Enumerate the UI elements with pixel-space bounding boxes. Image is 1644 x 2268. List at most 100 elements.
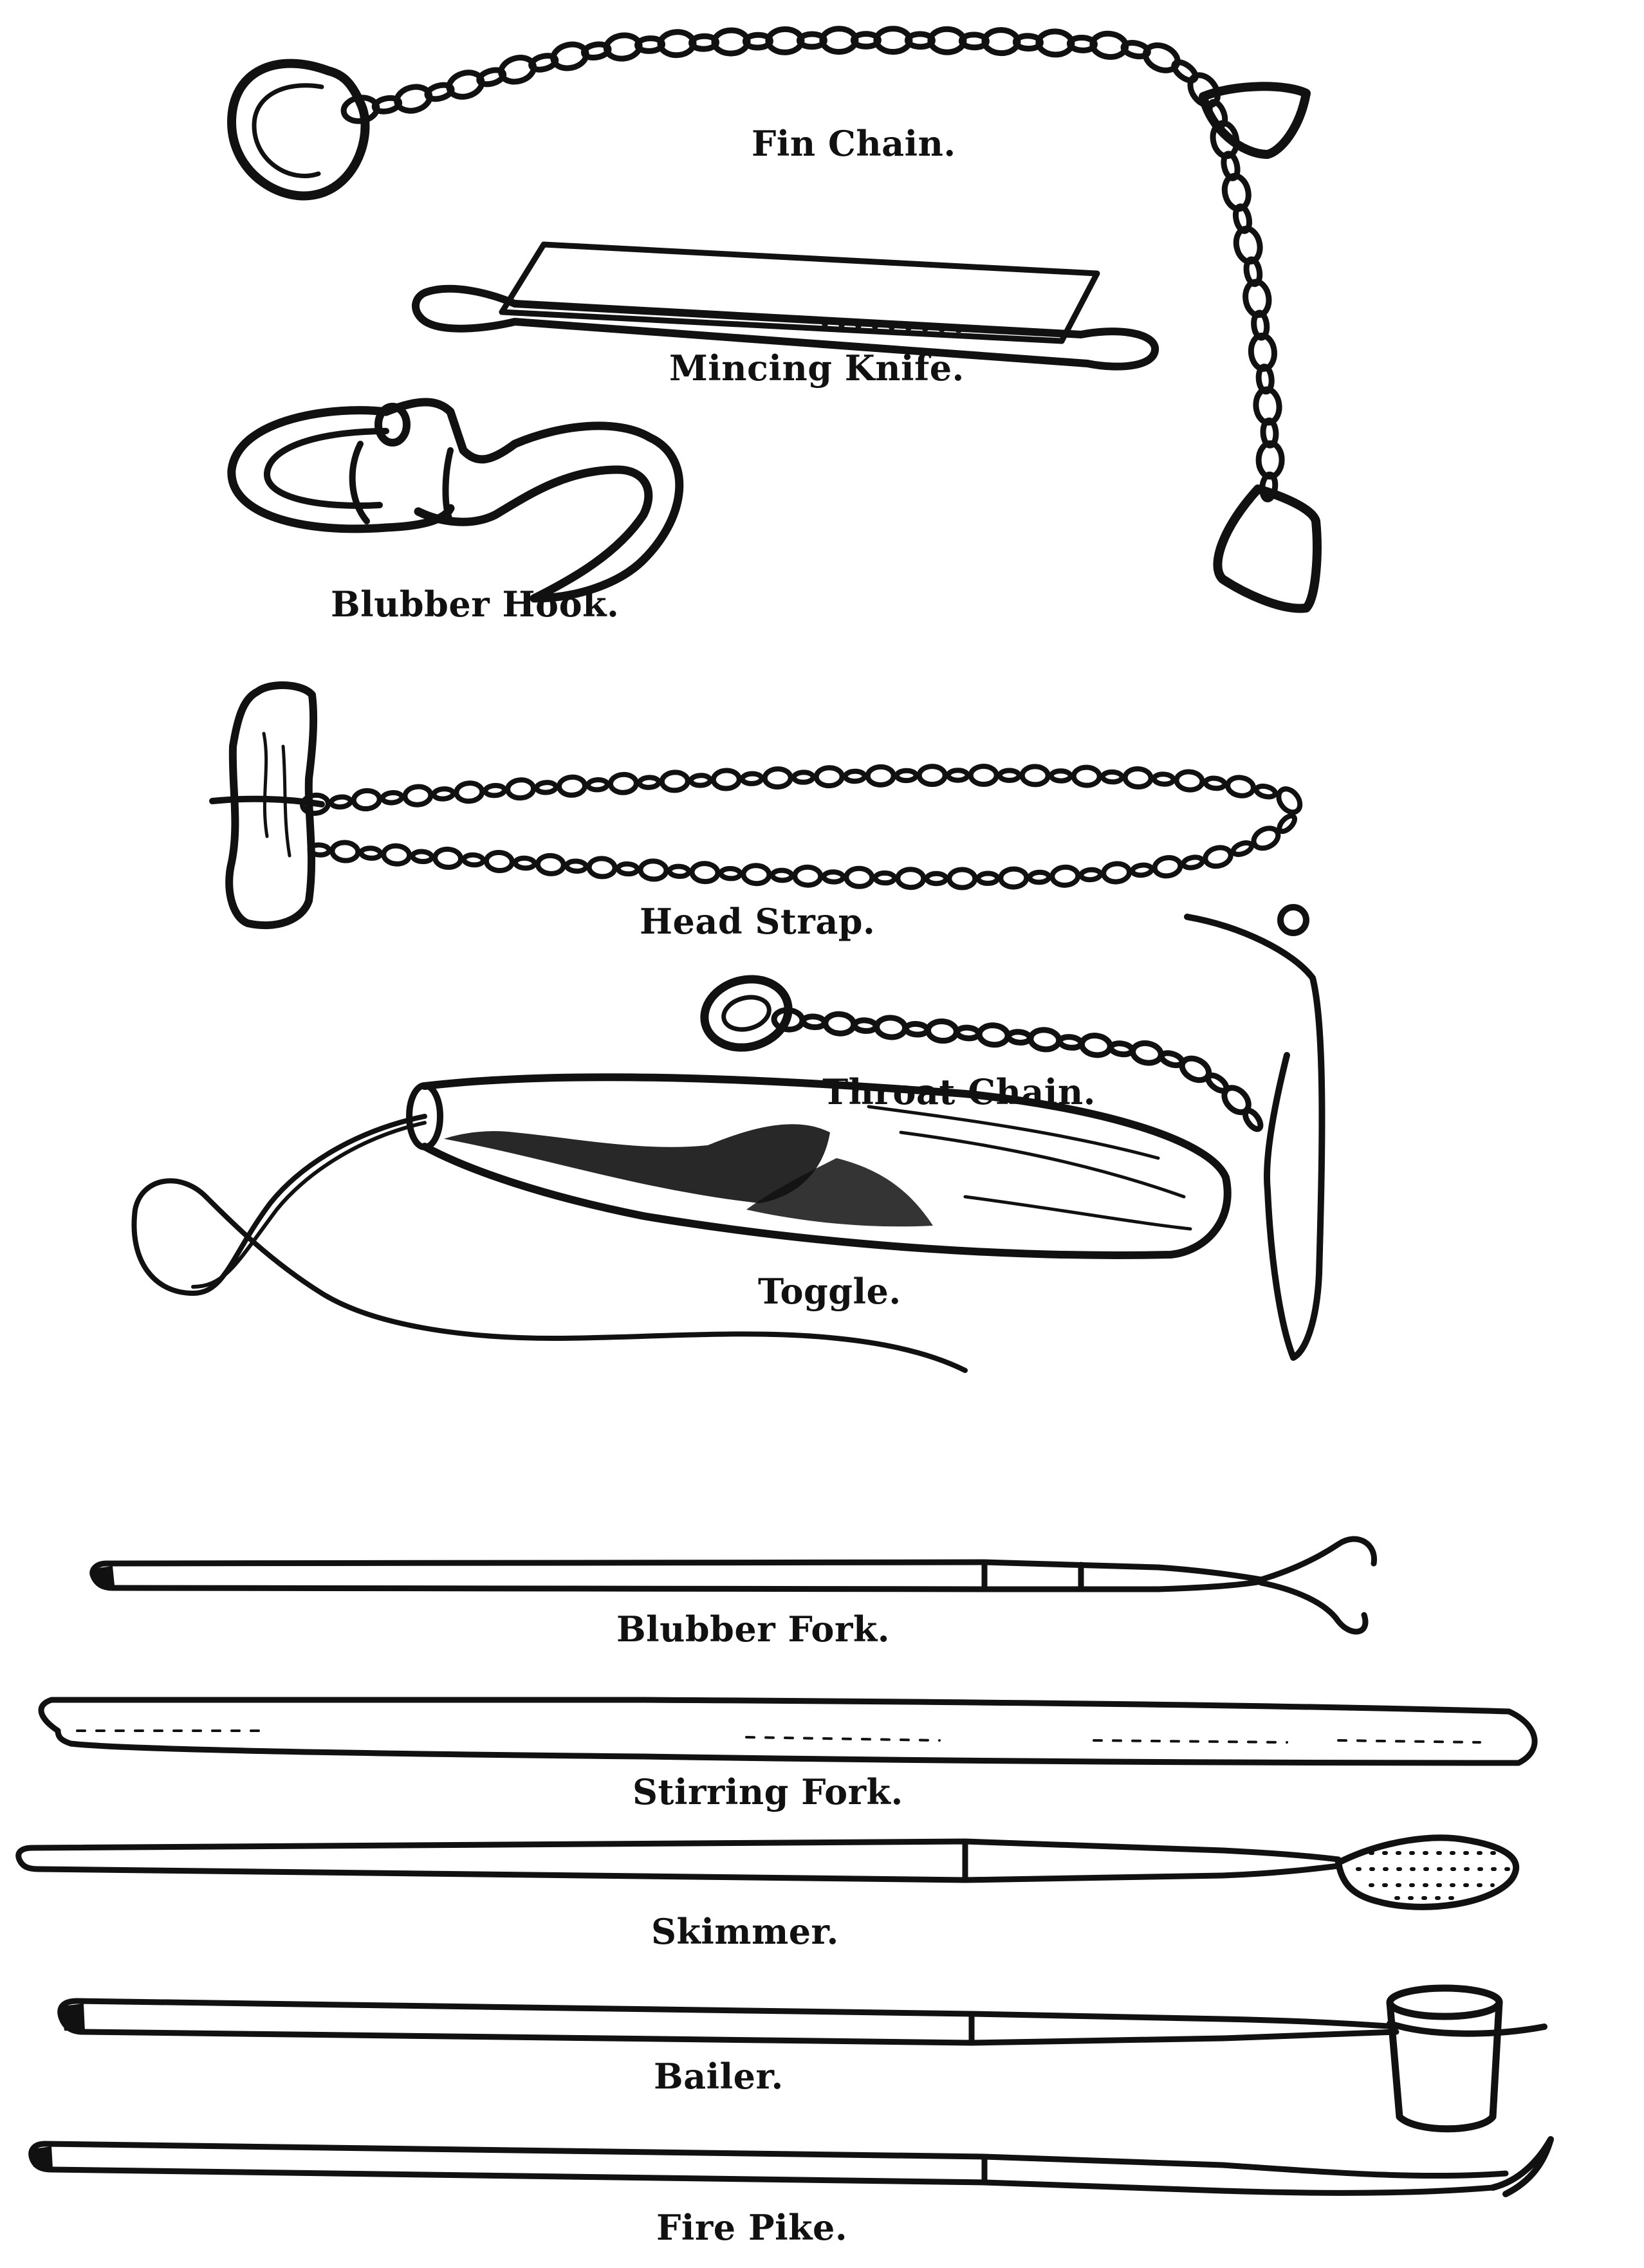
fire-pike-drawing bbox=[28, 2136, 1554, 2197]
head-strap-link bbox=[328, 794, 353, 810]
head-strap-link bbox=[667, 863, 692, 880]
throat-chain-link bbox=[1057, 1034, 1084, 1051]
head-strap-link bbox=[585, 777, 610, 793]
throat-chain-link bbox=[1028, 1027, 1062, 1053]
head-strap-link bbox=[1253, 783, 1278, 800]
head-strap-link bbox=[813, 765, 845, 789]
head-strap-link bbox=[512, 855, 537, 871]
head-strap-link bbox=[535, 853, 566, 876]
blubber-fork-caption: Blubber Fork. bbox=[616, 1609, 891, 1650]
head-strap-link bbox=[431, 786, 456, 802]
head-strap-link bbox=[505, 777, 537, 801]
head-strap-link bbox=[741, 863, 772, 887]
fin-chain-drawing bbox=[227, 26, 1322, 613]
stirring-fork-drawing bbox=[38, 1696, 1538, 1766]
head-strap-link bbox=[1048, 768, 1073, 784]
head-strap-caption: Head Strap. bbox=[640, 901, 876, 942]
throat-chain-drawing bbox=[700, 975, 1264, 1132]
head-strap-link bbox=[410, 849, 435, 865]
head-strap-link bbox=[924, 871, 949, 887]
head-strap-link bbox=[432, 846, 464, 870]
head-strap-link bbox=[791, 770, 816, 785]
fin-chain-caption: Fin Chain. bbox=[752, 123, 956, 164]
throat-chain-link bbox=[925, 1018, 959, 1044]
bailer-drawing bbox=[57, 1984, 1547, 2133]
head-strap-link bbox=[1078, 867, 1104, 883]
head-strap-link bbox=[1101, 861, 1132, 885]
throat-chain-link bbox=[1078, 1033, 1113, 1058]
head-strap-link bbox=[710, 768, 742, 791]
head-strap-link bbox=[1276, 786, 1303, 815]
head-strap-link bbox=[380, 790, 405, 806]
throat-chain-link bbox=[903, 1020, 930, 1038]
head-strap-link bbox=[402, 784, 434, 807]
throat-chain-link bbox=[800, 1013, 827, 1031]
head-strap-link bbox=[1027, 869, 1052, 885]
head-strap-link bbox=[770, 867, 795, 883]
head-strap-link bbox=[381, 843, 412, 867]
head-strap-link bbox=[586, 856, 618, 880]
mincing-knife-drawing bbox=[412, 241, 1159, 371]
throat-chain-caption: Throat Chain. bbox=[822, 1071, 1096, 1112]
head-strap-link bbox=[1049, 864, 1081, 888]
head-strap-link bbox=[739, 771, 764, 786]
head-strap-link bbox=[689, 861, 721, 885]
throat-chain-link bbox=[1242, 1107, 1264, 1132]
head-strap-link bbox=[454, 780, 485, 804]
head-strap-link bbox=[1203, 775, 1228, 791]
stirring-fork-caption: Stirring Fork. bbox=[633, 1771, 903, 1812]
toggle-caption: Toggle. bbox=[758, 1271, 901, 1312]
head-strap-link bbox=[351, 788, 382, 812]
head-strap-link bbox=[1071, 764, 1102, 788]
head-strap-link bbox=[895, 867, 927, 890]
head-strap-link bbox=[1277, 813, 1298, 834]
skimmer-caption: Skimmer. bbox=[651, 1911, 839, 1952]
throat-chain-link bbox=[822, 1011, 857, 1037]
head-strap-link bbox=[1152, 855, 1183, 879]
head-strap-link bbox=[483, 849, 515, 874]
mincing-knife-caption: Mincing Knife. bbox=[669, 347, 965, 389]
fin-chain-link bbox=[1259, 471, 1279, 502]
head-strap-link bbox=[638, 858, 669, 882]
head-strap-link bbox=[873, 870, 898, 886]
head-strap-link bbox=[358, 845, 383, 861]
throat-chain-link bbox=[874, 1015, 909, 1040]
throat-chain-link bbox=[976, 1022, 1011, 1048]
head-strap-link bbox=[916, 764, 948, 788]
head-strap-link bbox=[865, 764, 896, 788]
head-strap-link bbox=[483, 782, 508, 798]
head-strap-link bbox=[844, 865, 875, 889]
head-strap-link bbox=[1251, 825, 1281, 851]
head-strap-link bbox=[792, 864, 824, 888]
head-strap-link bbox=[821, 869, 846, 885]
head-strap-link bbox=[975, 871, 1001, 886]
throat-chain-link bbox=[954, 1024, 982, 1042]
head-strap-link bbox=[947, 867, 978, 890]
head-strap-link bbox=[659, 770, 690, 793]
head-strap-link bbox=[968, 763, 999, 788]
head-strap-link bbox=[688, 773, 713, 788]
blubber-fork-drawing bbox=[89, 1536, 1378, 1635]
throat-chain-link bbox=[1130, 1040, 1164, 1066]
head-strap-link bbox=[945, 768, 970, 783]
head-strap-link bbox=[1203, 845, 1233, 869]
head-strap-drawing bbox=[209, 681, 1325, 1361]
head-strap-link bbox=[564, 858, 589, 874]
head-strap-link bbox=[762, 766, 793, 790]
head-strap-link bbox=[300, 792, 331, 816]
throat-chain-link bbox=[851, 1017, 879, 1034]
toggle-drawing bbox=[131, 1073, 1232, 1373]
head-strap-link bbox=[307, 842, 332, 858]
blubber-hook-caption: Blubber Hook. bbox=[331, 584, 620, 625]
head-strap-link bbox=[1225, 775, 1256, 798]
head-strap-link bbox=[329, 840, 361, 863]
head-strap-link bbox=[615, 861, 640, 877]
head-strap-link bbox=[534, 780, 559, 795]
head-strap-link bbox=[894, 768, 919, 784]
head-strap-link bbox=[997, 768, 1022, 783]
throat-chain-link bbox=[1108, 1040, 1135, 1058]
head-strap-link bbox=[607, 771, 639, 795]
head-strap-link bbox=[1174, 769, 1205, 793]
head-strap-link bbox=[461, 852, 486, 868]
